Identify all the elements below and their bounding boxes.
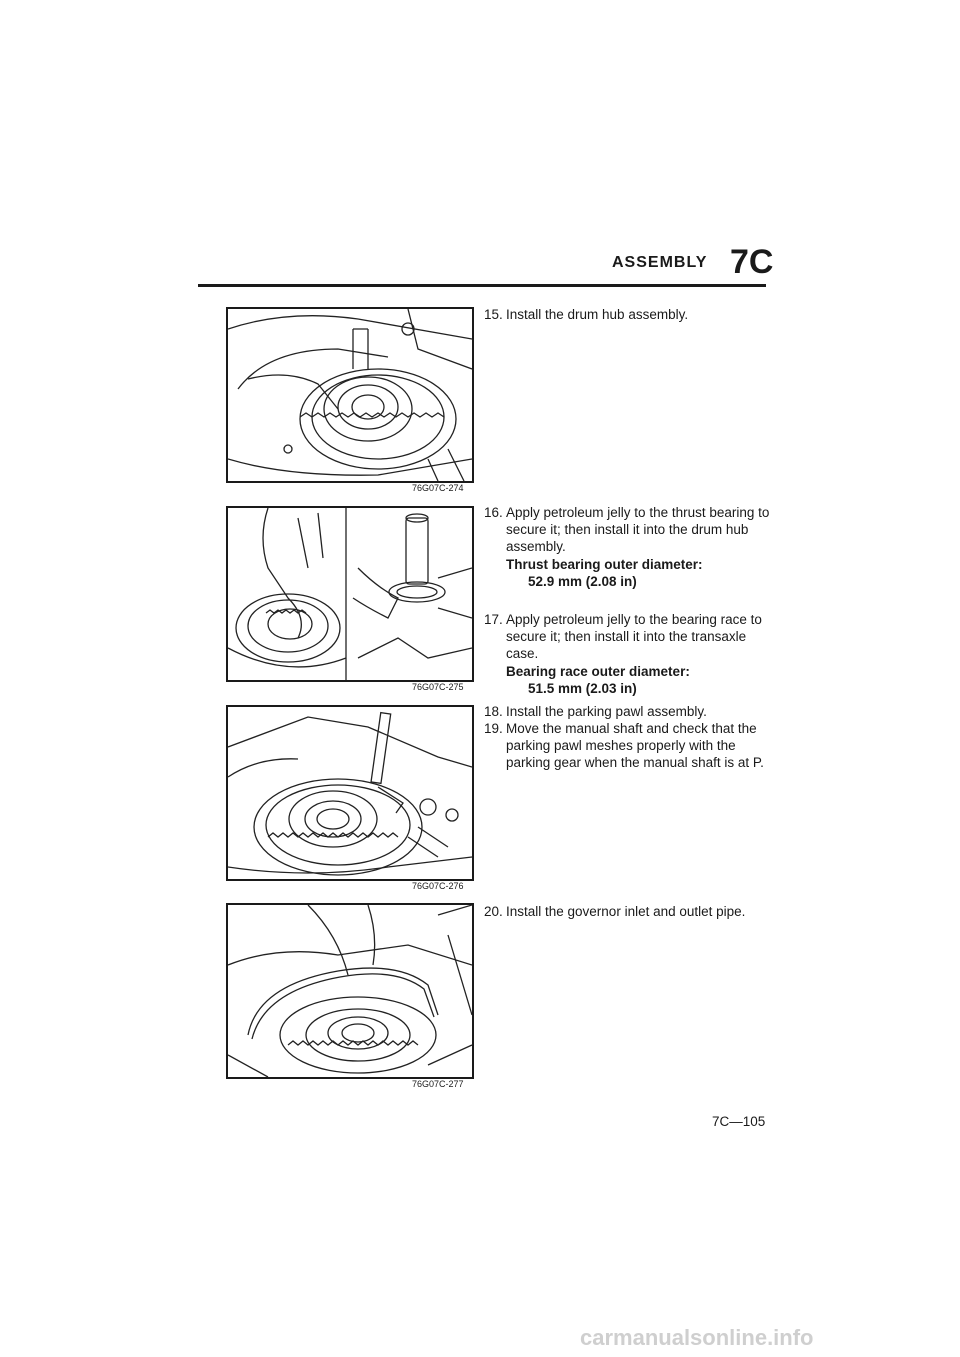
step-text: Install the drum hub assembly. — [506, 307, 689, 322]
figure-label: 76G07C-277 — [412, 1079, 464, 1089]
spec-label: Thrust bearing outer diameter: — [506, 557, 703, 572]
parking-pawl-illustration — [228, 711, 472, 876]
step-number: 19. — [484, 721, 503, 736]
spec-thrust-bearing: Thrust bearing outer diameter: 52.9 mm (… — [506, 556, 703, 590]
page-number: 7C—105 — [712, 1114, 766, 1129]
governor-pipe-illustration — [228, 905, 472, 1077]
figure-label: 76G07C-274 — [412, 483, 464, 493]
step-18: 18. Install the parking pawl assembly. — [484, 703, 770, 720]
step-text: Move the manual shaft and check that the… — [506, 721, 764, 770]
thrust-bearing-illustration — [228, 508, 472, 680]
figure-thrust-bearing — [226, 506, 474, 682]
step-17: 17. Apply petroleum jelly to the bearing… — [484, 611, 770, 662]
spec-label: Bearing race outer diameter: — [506, 664, 690, 679]
drum-hub-illustration — [228, 309, 472, 481]
spec-bearing-race: Bearing race outer diameter: 51.5 mm (2.… — [506, 663, 690, 697]
figure-label: 76G07C-276 — [412, 881, 464, 891]
step-number: 16. — [484, 505, 503, 520]
step-20: 20. Install the governor inlet and outle… — [484, 903, 770, 920]
step-15: 15. Install the drum hub assembly. — [484, 306, 770, 323]
figure-parking-pawl — [226, 705, 474, 881]
section-code: 7C — [730, 243, 774, 281]
figure-drum-hub — [226, 307, 474, 483]
figure-label: 76G07C-275 — [412, 682, 464, 692]
step-number: 18. — [484, 704, 503, 719]
header-rule — [198, 284, 766, 287]
step-16: 16. Apply petroleum jelly to the thrust … — [484, 504, 770, 555]
step-text: Install the parking pawl assembly. — [506, 704, 707, 719]
header-title: ASSEMBLY — [612, 254, 708, 271]
figure-governor-pipe — [226, 903, 474, 1079]
step-19: 19. Move the manual shaft and check that… — [484, 720, 770, 771]
spec-value: 51.5 mm (2.03 in) — [528, 681, 637, 696]
watermark: carmanualsonline.info — [580, 1325, 814, 1350]
step-number: 15. — [484, 307, 503, 322]
spec-value: 52.9 mm (2.08 in) — [528, 574, 637, 589]
step-number: 17. — [484, 612, 503, 627]
step-text: Apply petroleum jelly to the thrust bear… — [506, 505, 770, 554]
step-text: Apply petroleum jelly to the bearing rac… — [506, 612, 762, 661]
step-text: Install the governor inlet and outlet pi… — [506, 904, 746, 919]
step-number: 20. — [484, 904, 503, 919]
